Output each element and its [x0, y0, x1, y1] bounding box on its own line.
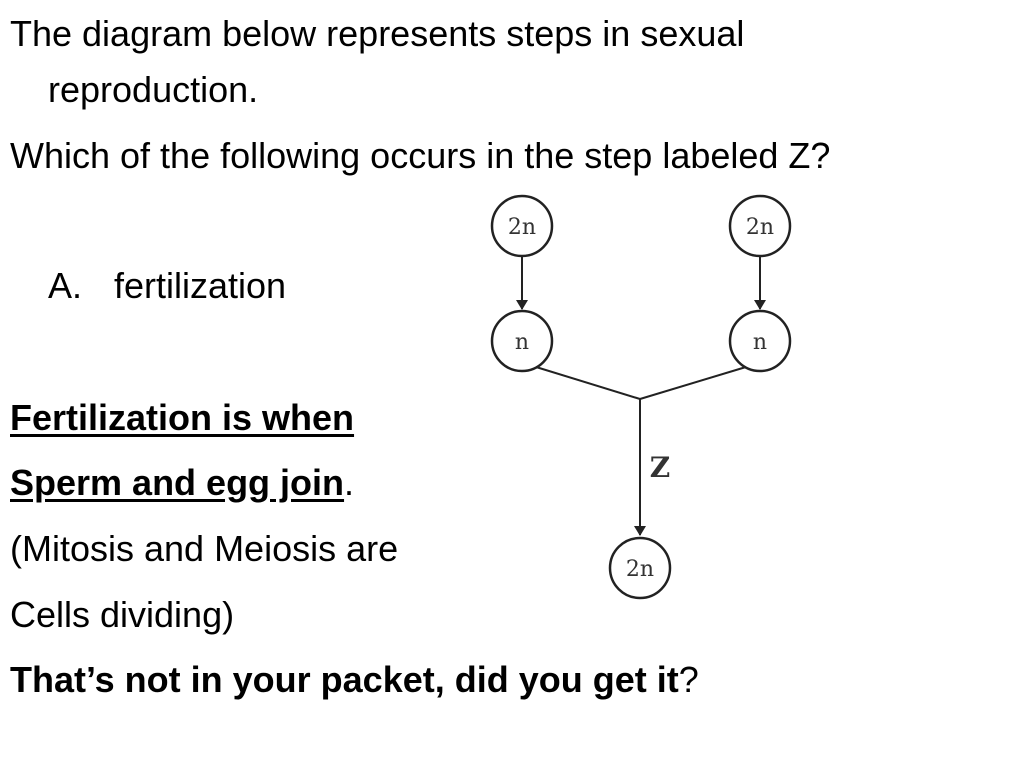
node-mid-right-label: n: [753, 330, 767, 355]
answer-letter: A.: [48, 265, 83, 306]
explanation-line-2-tail: .: [344, 462, 355, 503]
explanation-line-2-bold: Sperm and egg join: [10, 462, 345, 503]
node-bottom-label: 2n: [626, 557, 654, 582]
question-line-3: Which of the following occurs in the ste…: [10, 135, 831, 176]
join-line-right: [639, 366, 747, 400]
node-mid-left: [490, 309, 554, 373]
join-line-left: [535, 366, 641, 400]
node-top-left-label: 2n: [508, 215, 536, 240]
reproduction-diagram: 2n 2n n n Z 2n: [490, 194, 792, 600]
question-line-2: reproduction.: [48, 69, 259, 110]
node-top-right-label: 2n: [746, 215, 774, 240]
node-bottom: [608, 536, 672, 600]
explanation-line-4: Cells dividing): [10, 594, 235, 635]
explanation-line-3: (Mitosis and Meiosis are: [10, 528, 399, 569]
step-z-label: Z: [650, 451, 670, 484]
explanation-line-1: Fertilization is when: [10, 397, 355, 438]
explanation-line-2: Sperm and egg join.: [10, 461, 354, 505]
node-mid-right: [728, 309, 792, 373]
explanation-line-5-tail: ?: [678, 659, 699, 700]
node-mid-left-label: n: [515, 330, 529, 355]
explanation-line-5-bold: That’s not in your packet, did you get i…: [10, 659, 679, 700]
answer-text: fertilization: [114, 265, 287, 306]
explanation-line-5: That’s not in your packet, did you get i…: [10, 658, 699, 702]
question-line-1: The diagram below represents steps in se…: [10, 13, 745, 54]
